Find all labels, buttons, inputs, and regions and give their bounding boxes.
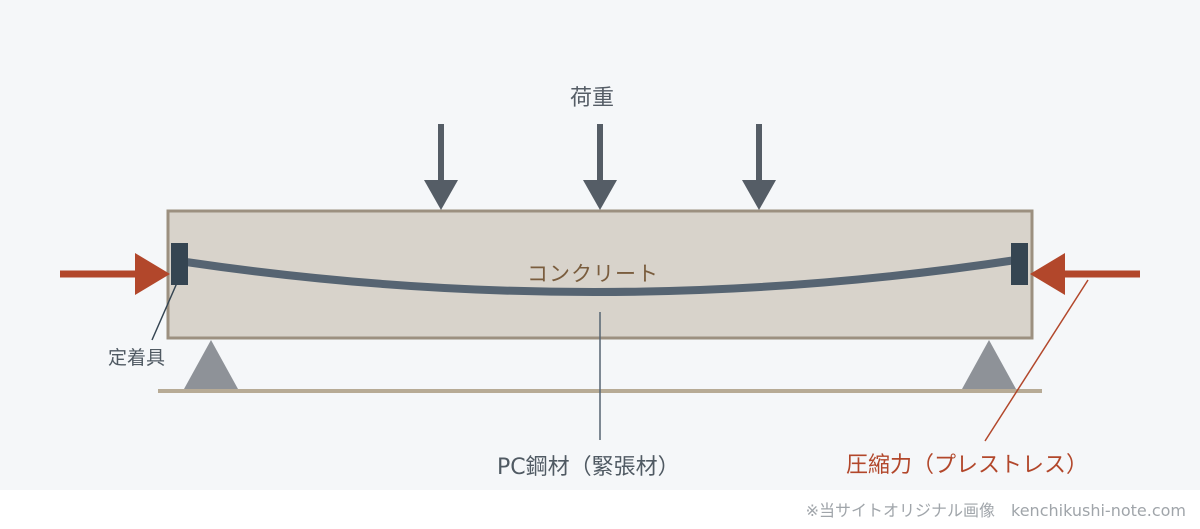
concrete-label: コンクリート [527,262,659,286]
right-support-icon [962,340,1016,389]
compression-leader-line [984,279,1089,442]
load-arrow-center-icon [583,124,617,210]
right-anchor-icon [1011,243,1028,285]
compression-arrow-right-icon [1030,253,1140,295]
load-label: 荷重 [570,86,615,111]
compression-arrow-left-icon [60,253,170,295]
left-support-icon [184,340,238,389]
anchorage-label: 定着具 [108,347,166,369]
prestressed-beam-diagram [60,124,1140,442]
image-credit: ※当サイトオリジナル画像 kenchikushi-note.com [805,501,1186,520]
anchor-leader-line [151,275,181,341]
tendon-label: PC鋼材（緊張材） [497,455,680,480]
compression-label: 圧縮力（プレストレス） [846,453,1089,478]
load-arrow-left-icon [424,124,458,210]
pc-tendon [182,256,1020,296]
left-anchor-icon [171,243,188,285]
load-arrow-right-icon [742,124,776,210]
